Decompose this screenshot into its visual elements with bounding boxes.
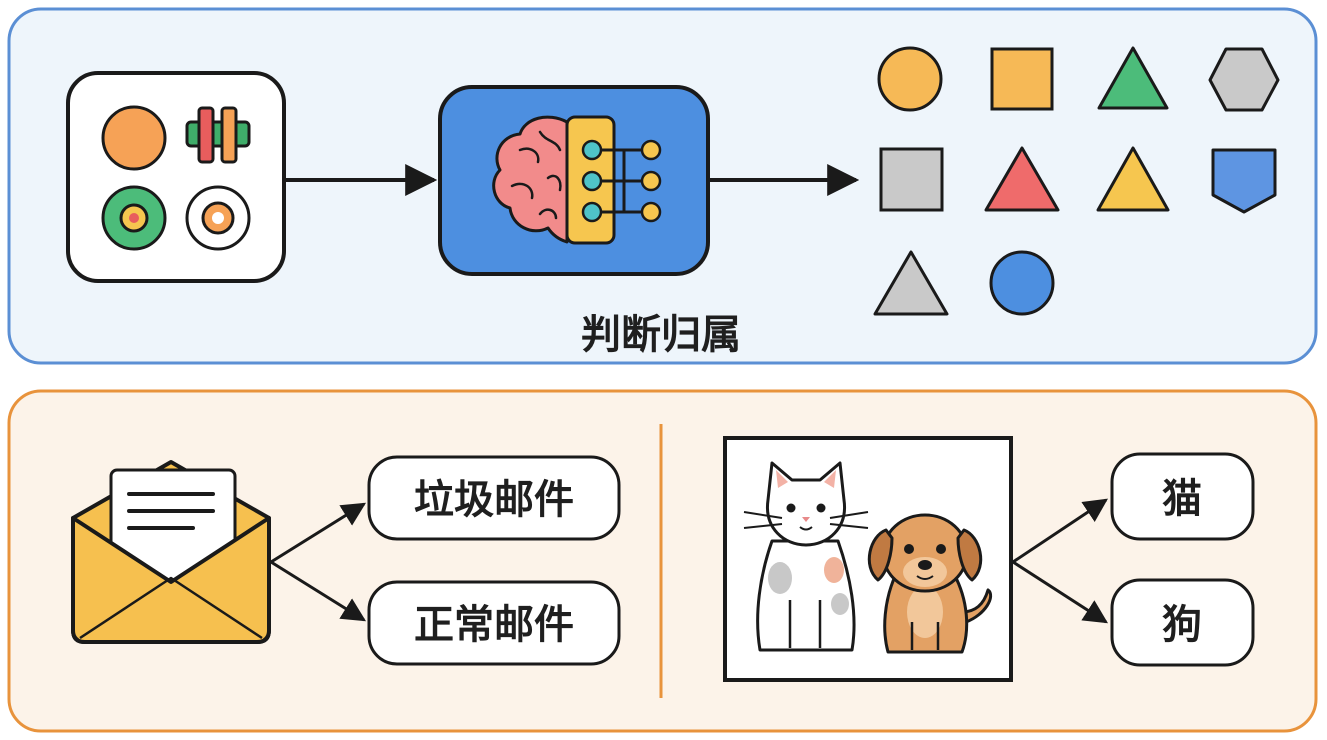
- top-panel: 判断归属: [7, 7, 1318, 365]
- label-normal-mail: 正常邮件: [367, 580, 621, 666]
- bottom-panel: 垃圾邮件 正常邮件: [7, 389, 1318, 733]
- shape-circle-orange: [877, 46, 943, 112]
- cat-icon: [743, 461, 869, 652]
- shape-triangle-green: [1097, 46, 1169, 110]
- label-dog-text: 狗: [1162, 602, 1202, 648]
- shape-pentagon-blue: [1211, 148, 1277, 214]
- arrow-email-to-normal: [270, 560, 367, 622]
- arrow-picture-to-cat: [1012, 498, 1108, 564]
- top-caption: 判断归属: [581, 312, 741, 358]
- arrow-picture-to-dog: [1012, 560, 1109, 624]
- label-cat-text: 猫: [1162, 476, 1202, 522]
- shape-circle-blue: [989, 250, 1055, 316]
- envelope-icon: [71, 460, 271, 644]
- shape-square-gray: [879, 147, 944, 212]
- label-dog: 狗: [1110, 578, 1255, 667]
- arrow-email-to-spam: [270, 502, 367, 564]
- label-cat: 猫: [1110, 452, 1255, 541]
- classified-shapes: [873, 46, 1280, 316]
- shape-triangle-red: [984, 146, 1060, 212]
- label-normal-mail-text: 正常邮件: [414, 602, 574, 648]
- label-spam-mail-text: 垃圾邮件: [414, 477, 574, 523]
- shape-square-orange: [990, 47, 1054, 111]
- mixed-objects-icon: [66, 71, 286, 283]
- shape-triangle-gray: [873, 250, 949, 316]
- dog-icon: [867, 513, 993, 654]
- shape-triangle-yellow: [1096, 146, 1170, 212]
- cat-and-dog-picture: [723, 436, 1013, 682]
- shape-hexagon-gray: [1208, 47, 1280, 112]
- label-spam-mail: 垃圾邮件: [367, 455, 621, 541]
- brain-network-icon: [438, 85, 710, 276]
